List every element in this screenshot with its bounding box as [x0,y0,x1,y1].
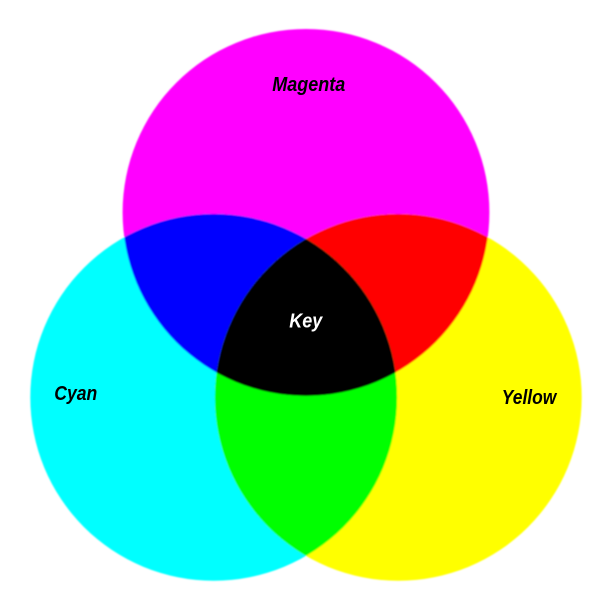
yellow-label: Yellow [502,387,558,409]
key-label: Key [289,311,323,333]
venn-circles-group [30,29,582,581]
cyan-label: Cyan [54,383,97,405]
venn-labels-group: Magenta Cyan Yellow Key [54,74,557,409]
magenta-label: Magenta [272,74,345,96]
key-region [214,214,398,396]
